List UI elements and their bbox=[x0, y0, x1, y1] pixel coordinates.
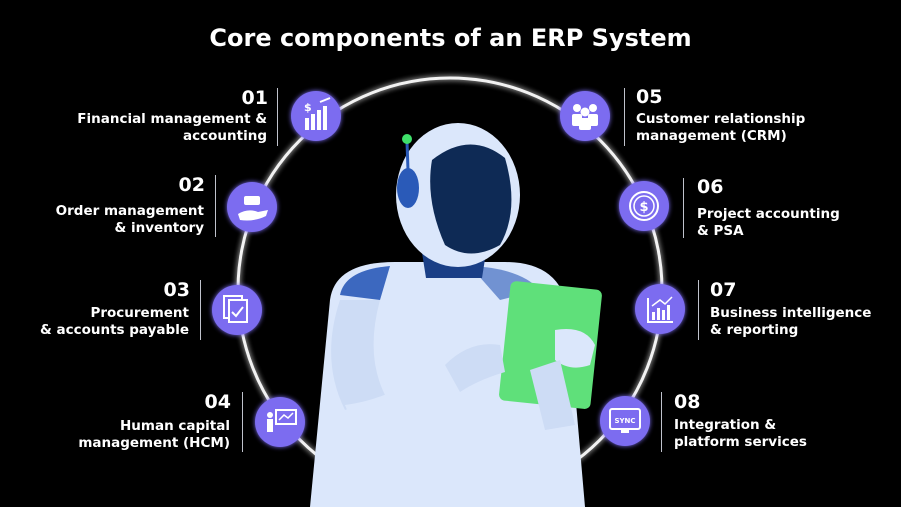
number-03: 03 bbox=[163, 279, 190, 301]
page-title: Core components of an ERP System bbox=[209, 24, 692, 52]
label-01: Financial management & accounting bbox=[77, 111, 267, 145]
label-05-line2: management (CRM) bbox=[636, 128, 787, 144]
icon-dollar-chart: $ bbox=[291, 91, 341, 141]
label-08-line1: Integration & bbox=[674, 417, 777, 433]
label-04: Human capital management (HCM) bbox=[78, 418, 230, 452]
number-04: 04 bbox=[204, 391, 231, 413]
icon-documents-check bbox=[212, 285, 262, 335]
label-02: Order management & inventory bbox=[56, 203, 204, 237]
number-07: 07 bbox=[710, 279, 737, 301]
sync-text: SYNC bbox=[614, 417, 635, 425]
icon-hand-box bbox=[227, 182, 277, 232]
number-01: 01 bbox=[241, 87, 268, 109]
divider-05 bbox=[624, 88, 625, 146]
dollar-text-1: $ bbox=[304, 101, 312, 114]
label-02-line1: Order management bbox=[55, 203, 204, 219]
label-03: Procurement & accounts payable bbox=[40, 305, 189, 339]
divider-02 bbox=[215, 175, 216, 237]
label-01-line2: accounting bbox=[183, 128, 267, 144]
icon-bar-chart bbox=[635, 284, 685, 334]
tablet-icon bbox=[499, 281, 602, 409]
label-03-line1: Procurement bbox=[90, 305, 189, 321]
divider-01 bbox=[277, 88, 278, 146]
antenna-light-icon bbox=[402, 134, 412, 144]
label-06-line2: & PSA bbox=[697, 223, 744, 239]
divider-07 bbox=[698, 280, 699, 340]
divider-06 bbox=[683, 178, 684, 238]
icon-sync-monitor: SYNC bbox=[600, 396, 650, 446]
label-01-line1: Financial management & bbox=[77, 111, 267, 127]
label-02-line2: & inventory bbox=[114, 220, 204, 236]
label-08-line2: platform services bbox=[674, 434, 807, 450]
label-08: Integration & platform services bbox=[674, 417, 807, 451]
divider-03 bbox=[200, 280, 201, 340]
label-04-line1: Human capital bbox=[120, 418, 230, 434]
label-07-line1: Business intelligence bbox=[710, 305, 872, 321]
label-07: Business intelligence & reporting bbox=[710, 305, 871, 339]
robot-illustration bbox=[310, 123, 602, 507]
dollar-text-2: $ bbox=[639, 200, 648, 215]
icon-dollar-coin: $ bbox=[619, 181, 669, 231]
number-08: 08 bbox=[674, 391, 701, 413]
number-05: 05 bbox=[636, 86, 663, 108]
label-06-line1: Project accounting bbox=[697, 206, 840, 222]
label-07-line2: & reporting bbox=[710, 322, 799, 338]
divider-04 bbox=[242, 392, 243, 452]
label-03-line2: & accounts payable bbox=[40, 322, 189, 338]
label-04-line2: management (HCM) bbox=[78, 435, 230, 451]
divider-08 bbox=[661, 392, 662, 452]
icon-presenter-board bbox=[255, 397, 305, 447]
label-05: Customer relationship management (CRM) bbox=[636, 111, 805, 145]
label-06: Project accounting & PSA bbox=[697, 206, 840, 240]
number-06: 06 bbox=[697, 176, 724, 198]
icon-people-group bbox=[560, 91, 610, 141]
number-02: 02 bbox=[178, 174, 205, 196]
label-05-line1: Customer relationship bbox=[636, 111, 806, 127]
